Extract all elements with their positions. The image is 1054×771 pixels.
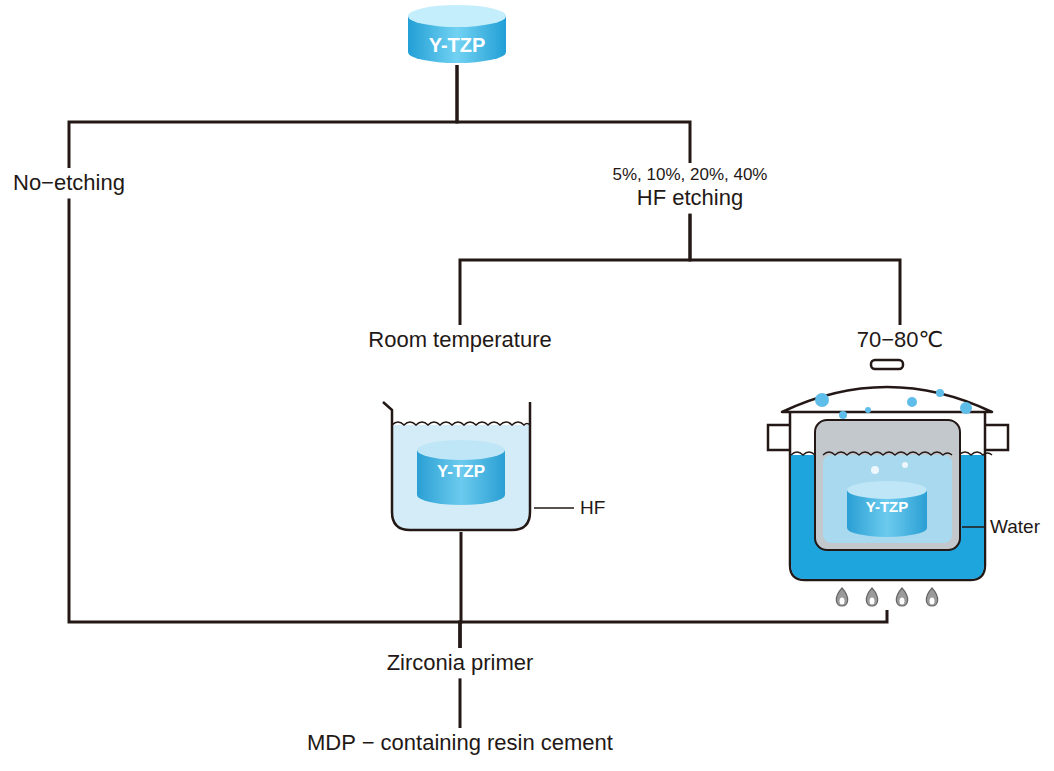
specimen-label: Y-TZP: [437, 462, 485, 482]
flow-text: MDP − containing resin cement: [307, 730, 613, 756]
flow-text: Zirconia primer: [387, 650, 534, 676]
branch-label: 5%, 10%, 20%, 40%HF etching: [608, 163, 773, 214]
beaker: [383, 402, 574, 530]
zirconia-cylinder: Y-TZP: [408, 5, 506, 65]
flow-text: 70−80℃: [857, 327, 944, 353]
branch-label: No−etching: [8, 168, 130, 198]
leader-label: HF: [578, 497, 607, 520]
condition-label: 70−80℃: [852, 325, 949, 355]
flow-connector: [69, 198, 460, 648]
flow-connector: [459, 678, 462, 728]
flow-connector: [460, 214, 690, 325]
specimen-label: Y-TZP: [866, 498, 909, 516]
specimen-label: Y-TZP: [429, 33, 486, 57]
leader-label: Water: [988, 516, 1042, 539]
heating-pot: [768, 360, 1008, 606]
flow-connector: [69, 65, 457, 168]
flow-text: HF etching: [613, 185, 768, 211]
flow-text: No−etching: [13, 170, 125, 196]
flow-connector: [460, 610, 887, 648]
condition-label: Room temperature: [363, 325, 556, 355]
flow-connector: [690, 214, 900, 325]
step-label: MDP − containing resin cement: [302, 728, 618, 758]
zirconia-cylinder: [408, 5, 506, 63]
pot-specimen: Y-TZP: [767, 360, 1007, 610]
flow-text: 5%, 10%, 20%, 40%: [613, 165, 768, 185]
flow-text: Room temperature: [368, 327, 551, 353]
flow-connector: [457, 65, 690, 163]
step-label: Zirconia primer: [382, 648, 539, 678]
beaker-specimen: Y-TZP: [380, 400, 542, 532]
